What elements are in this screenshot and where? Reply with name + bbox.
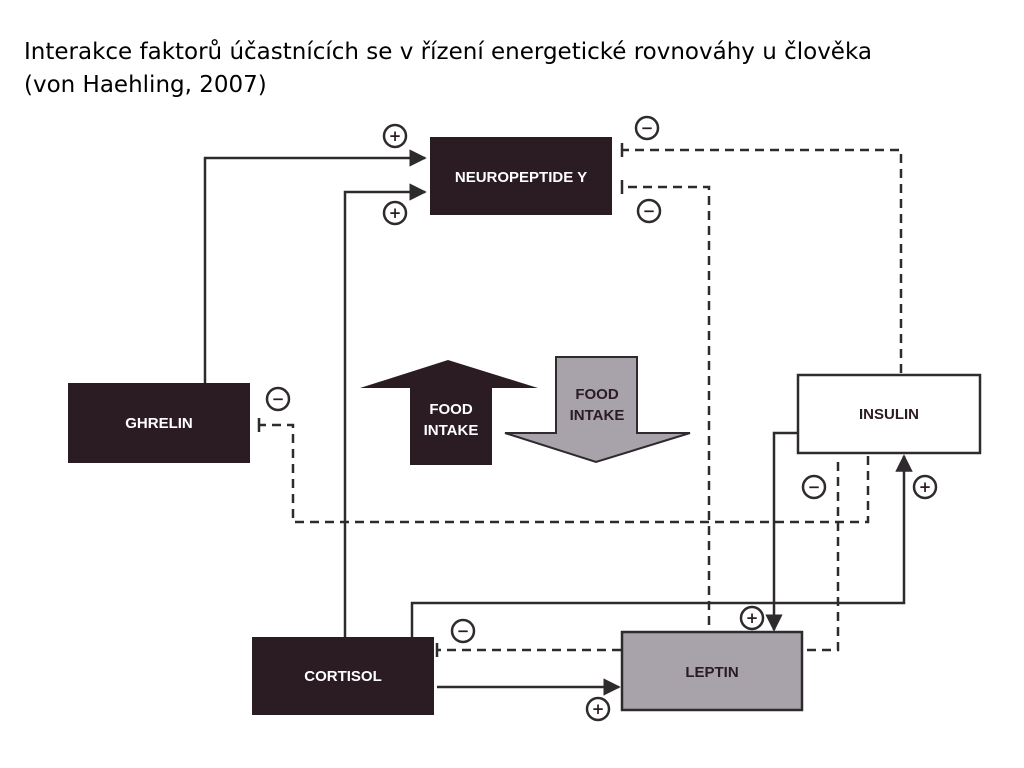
- node-neuropeptide-y: NEUROPEPTIDE Y: [430, 137, 612, 215]
- plus-sign-glyph: +: [592, 700, 605, 718]
- plus-sign-circle: [382, 123, 408, 149]
- minus-sign-glyph: −: [808, 478, 821, 496]
- insulin-inhibits-npy-line: [622, 148, 903, 373]
- insulin-to-leptin-line: [765, 431, 800, 632]
- ghrelin-box: [68, 383, 250, 463]
- cortisol-box: [252, 637, 434, 715]
- minus-sign-glyph: −: [272, 390, 285, 408]
- solid-connections: [203, 149, 913, 696]
- minus-sign-icon: −: [801, 474, 827, 500]
- plus-sign-circle: [739, 605, 765, 631]
- minus-sign-circle: [636, 198, 662, 224]
- plus-sign-icon: +: [912, 474, 938, 500]
- plus-sign-glyph: +: [919, 478, 932, 496]
- minus-sign-icon: −: [636, 198, 662, 224]
- minus-sign-circle: [634, 115, 660, 141]
- neuropeptide-y-box: [430, 137, 612, 215]
- minus-sign-circle: [801, 474, 827, 500]
- dashed-connections: [259, 148, 903, 652]
- plus-sign-circle: [912, 474, 938, 500]
- minus-sign-icon: −: [634, 115, 660, 141]
- food-intake-down-line1: FOOD: [575, 386, 618, 403]
- ghrelin-to-npy-line: [203, 149, 427, 383]
- sign-markers: + + − − − − + −: [265, 115, 938, 722]
- minus-sign-glyph: −: [643, 202, 656, 220]
- minus-sign-icon: −: [450, 618, 476, 644]
- plus-sign-icon: +: [382, 200, 408, 226]
- food-intake-down-arrow: FOOD INTAKE: [504, 356, 691, 464]
- insulin-label: INSULIN: [859, 406, 919, 423]
- leptin-inhibits-cortisol-line: [437, 462, 840, 652]
- food-intake-up-line1: FOOD: [429, 401, 472, 418]
- minus-sign-glyph: −: [641, 119, 654, 137]
- down-arrow-icon: [504, 356, 691, 464]
- minus-sign-circle: [450, 618, 476, 644]
- plus-sign-icon: +: [739, 605, 765, 631]
- food-intake-up-arrow: FOOD INTAKE: [360, 360, 538, 465]
- minus-sign-circle: [265, 386, 291, 412]
- leptin-label: LEPTIN: [685, 664, 738, 681]
- node-insulin: INSULIN: [796, 373, 982, 455]
- plus-sign-circle: [585, 696, 611, 722]
- ghrelin-label: GHRELIN: [125, 415, 193, 432]
- plus-sign-glyph: +: [746, 609, 759, 627]
- node-cortisol: CORTISOL: [252, 637, 434, 715]
- neuropeptide-y-label: NEUROPEPTIDE Y: [455, 169, 587, 186]
- plus-sign-icon: +: [382, 123, 408, 149]
- food-intake-down-line2: INTAKE: [570, 407, 625, 424]
- plus-sign-glyph: +: [389, 204, 402, 222]
- plus-sign-glyph: +: [389, 127, 402, 145]
- cortisol-to-npy-line: [343, 183, 427, 637]
- page-title: Interakce faktorů účastnících se v řízen…: [24, 39, 872, 65]
- plus-sign-circle: [382, 200, 408, 226]
- up-arrow-icon: [360, 360, 538, 465]
- node-ghrelin: GHRELIN: [68, 383, 250, 463]
- minus-sign-icon: −: [265, 386, 291, 412]
- leptin-inhibits-npy-line: [622, 185, 711, 640]
- insulin-box: [796, 373, 982, 455]
- node-leptin: LEPTIN: [620, 630, 804, 712]
- title-block: Interakce faktorů účastnících se v řízen…: [24, 36, 1014, 102]
- food-intake-up-line2: INTAKE: [424, 422, 479, 439]
- minus-sign-glyph: −: [457, 622, 470, 640]
- citation: (von Haehling, 2007): [24, 72, 267, 98]
- cortisol-label: CORTISOL: [304, 668, 382, 685]
- leptin-box: [620, 630, 804, 712]
- plus-sign-icon: +: [585, 696, 611, 722]
- inhibition-bars: [257, 143, 624, 657]
- cortisol-to-insulin-line: [410, 454, 913, 637]
